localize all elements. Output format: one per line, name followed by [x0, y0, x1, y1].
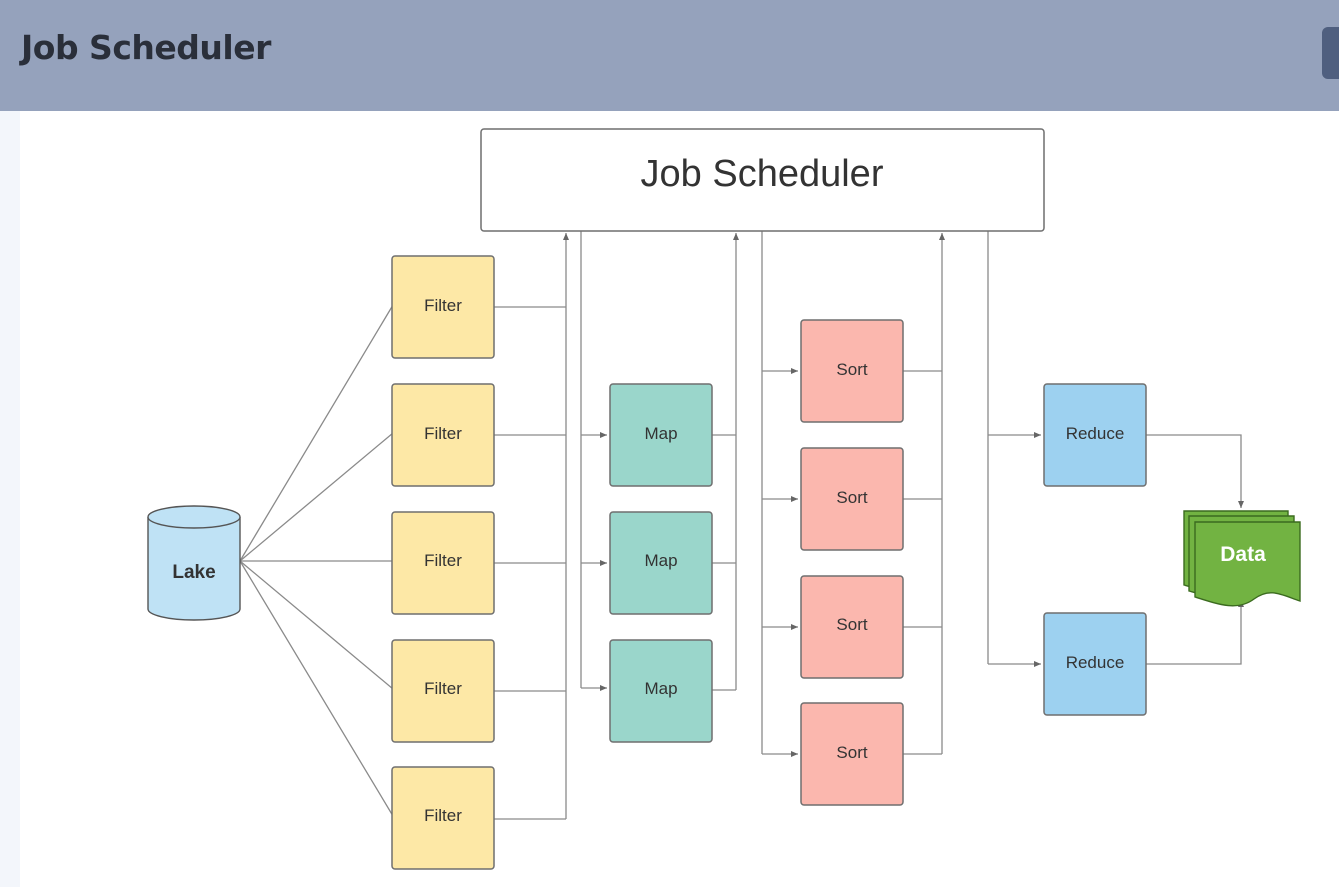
reduce-1-to-data-line: [1146, 434, 1244, 508]
job-scheduler-node: Job Scheduler: [480, 128, 1045, 232]
header-bar: Job Scheduler: [0, 0, 1339, 111]
reduce-1-label: Reduce: [1066, 424, 1125, 443]
filter-node-1: Filter: [391, 255, 495, 359]
filter-3-label: Filter: [424, 551, 462, 570]
lake-node: Lake: [147, 505, 241, 621]
map-node-1: Map: [609, 383, 713, 487]
lake-label: Lake: [172, 562, 215, 583]
reduce-node-2: Reduce: [1043, 612, 1147, 716]
sort-1-label: Sort: [836, 360, 867, 379]
job-scheduler-label: Job Scheduler: [641, 153, 884, 195]
sort-node-4: Sort: [800, 702, 904, 806]
connector-lines: [239, 231, 1244, 820]
data-node: Data: [1183, 510, 1301, 607]
sort-4-label: Sort: [836, 743, 867, 762]
sort-node-3: Sort: [800, 575, 904, 679]
lake-to-filter-1-line: [239, 304, 394, 562]
pipeline-diagram: Job Scheduler Lake Filter Filter Filter …: [147, 128, 1301, 870]
filter-node-2: Filter: [391, 383, 495, 487]
filter-node-5: Filter: [391, 766, 495, 870]
data-label: Data: [1220, 543, 1266, 566]
filter-5-label: Filter: [424, 806, 462, 825]
sort-node-1: Sort: [800, 319, 904, 423]
sort-3-label: Sort: [836, 615, 867, 634]
reduce-2-to-data-line: [1146, 600, 1244, 665]
filter-node-4: Filter: [391, 639, 495, 743]
lake-to-filter-2-line: [239, 432, 394, 562]
map-2-label: Map: [644, 551, 677, 570]
filter-1-label: Filter: [424, 296, 462, 315]
map-1-label: Map: [644, 424, 677, 443]
filter-2-label: Filter: [424, 424, 462, 443]
map-node-3: Map: [609, 639, 713, 743]
diagram-panel: Job Scheduler Lake Filter Filter Filter …: [20, 111, 1339, 887]
lake-to-filter-4-line: [239, 560, 394, 690]
map-3-label: Map: [644, 679, 677, 698]
reduce-node-1: Reduce: [1043, 383, 1147, 487]
filter-node-3: Filter: [391, 511, 495, 615]
reduce-2-label: Reduce: [1066, 653, 1125, 672]
filter-4-label: Filter: [424, 679, 462, 698]
left-side-strip: [0, 111, 20, 887]
sort-2-label: Sort: [836, 488, 867, 507]
page-title: Job Scheduler: [21, 28, 271, 67]
lake-to-filter-5-line: [239, 560, 394, 817]
header-action-button[interactable]: [1322, 27, 1339, 79]
map-node-2: Map: [609, 511, 713, 615]
sort-node-2: Sort: [800, 447, 904, 551]
